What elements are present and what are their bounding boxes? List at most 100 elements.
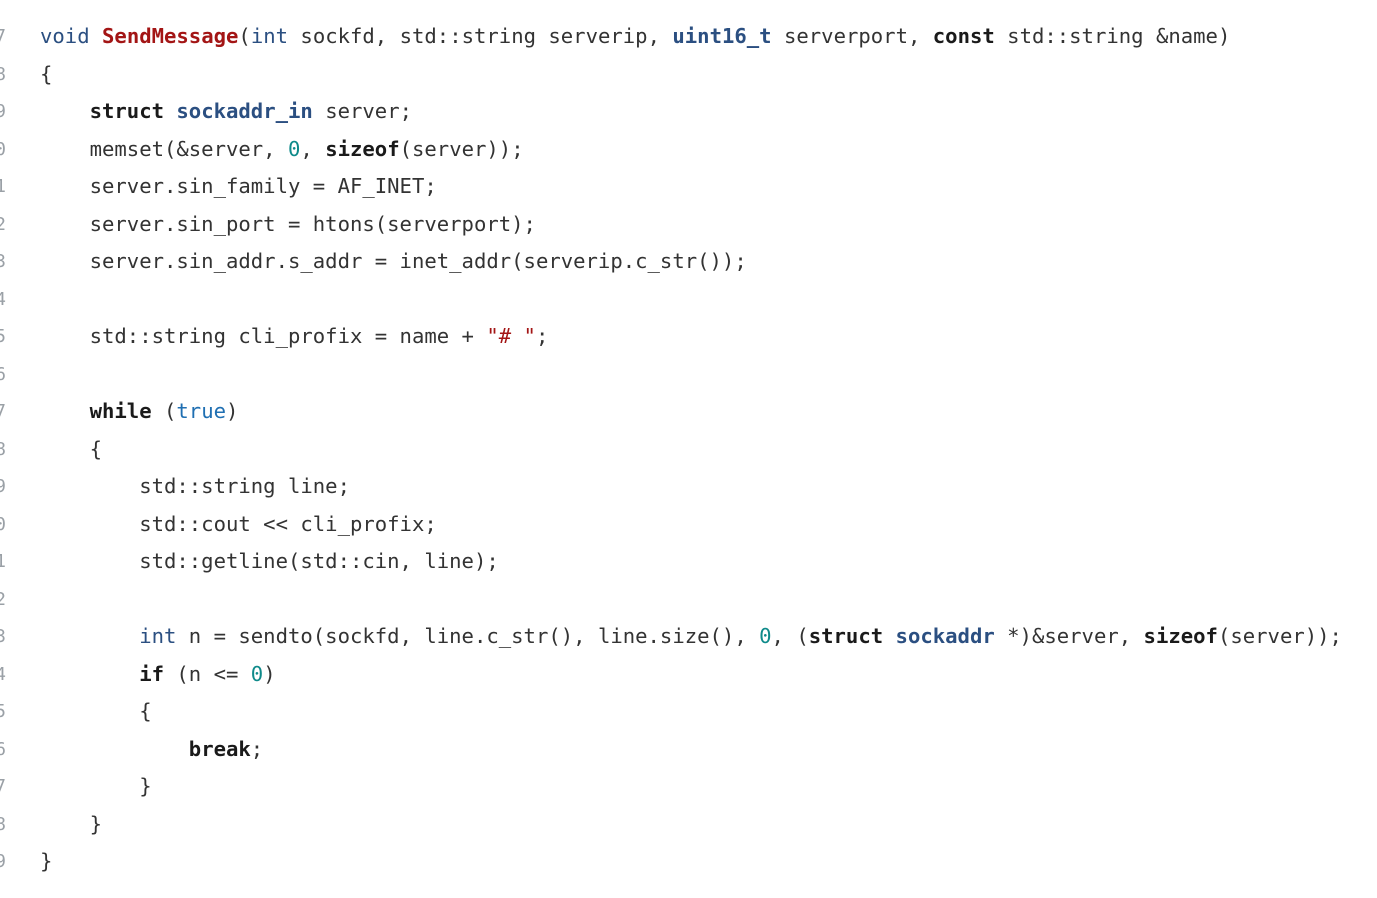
code-line[interactable]: 2 server.sin_port = htons(serverport); — [0, 206, 1377, 244]
code-line[interactable]: 9} — [0, 843, 1377, 881]
code-token: std::string line; — [139, 474, 350, 498]
code-line[interactable]: 9 struct sockaddr_in server; — [0, 93, 1377, 131]
code-line[interactable]: 3 server.sin_addr.s_addr = inet_addr(serv… — [0, 243, 1377, 281]
code-line[interactable]: 7 void SendMessage(int sockfd, std::strin… — [0, 18, 1377, 56]
code-token: server; — [312, 99, 412, 123]
line-number: 8 — [0, 813, 6, 835]
code-text: while (true) — [90, 393, 239, 431]
code-token: server.sin_addr.s_addr = inet_addr(serve… — [89, 249, 747, 273]
code-token: server.sin_port = htons(serverport); — [89, 211, 536, 236]
code-token: if — [139, 661, 164, 686]
code-token: true — [176, 399, 227, 423]
code-token: SendMessage — [102, 24, 239, 48]
line-number: 7 — [0, 26, 6, 47]
code-token: ( — [238, 24, 251, 48]
code-token — [164, 99, 176, 123]
line-number: 9 — [0, 101, 6, 122]
code-token: (server)); — [1217, 624, 1342, 648]
code-text: { — [40, 56, 52, 94]
line-number: 5 — [0, 326, 6, 347]
code-token — [90, 24, 102, 48]
code-token: 0 — [287, 136, 301, 161]
code-token: } — [139, 774, 152, 798]
code-line[interactable]: 5 std::string cli_profix = name + "# "; — [0, 318, 1377, 356]
code-token — [883, 624, 895, 648]
code-line[interactable]: 4 — [0, 281, 1377, 319]
code-line[interactable]: 1 server.sin_family = AF_INET; — [0, 168, 1377, 206]
line-number: 5 — [0, 701, 6, 722]
code-token: ( — [151, 399, 177, 423]
code-token: std::getline(std::cin, line); — [139, 549, 499, 573]
line-number: 7 — [0, 776, 6, 797]
code-text: if (n <= 0) — [139, 656, 275, 694]
line-number: 3 — [0, 251, 6, 272]
code-token: sizeof — [325, 136, 400, 161]
code-token: "# " — [486, 324, 536, 348]
code-token: } — [89, 811, 102, 836]
code-token: uint16_t — [672, 24, 772, 48]
code-line[interactable]: 8} — [0, 806, 1377, 844]
code-token: const — [932, 24, 995, 48]
code-text: memset(&server, 0, sizeof(server)); — [90, 131, 524, 169]
code-line[interactable]: 1 std::getline(std::cin, line); — [0, 543, 1377, 581]
code-line[interactable]: 0 std::cout << cli_profix; — [0, 506, 1377, 544]
line-number: 9 — [0, 476, 6, 497]
code-token: *)&server, — [994, 624, 1144, 648]
code-token: memset(&server, — [89, 136, 288, 161]
line-number: 7 — [0, 401, 6, 422]
line-number: 3 — [0, 626, 6, 647]
code-token: { — [89, 436, 102, 461]
code-token: int — [250, 24, 289, 48]
code-token: n = sendto(sockfd, line.c_str(), line.si… — [176, 624, 760, 648]
code-token: std::cout << cli_profix; — [139, 511, 437, 536]
line-number: 0 — [0, 138, 6, 160]
code-token: , ( — [771, 624, 809, 648]
code-line[interactable]: 2 — [0, 581, 1377, 619]
code-text: } — [90, 806, 102, 844]
code-token: ) — [263, 661, 276, 686]
code-text: { — [139, 693, 151, 731]
line-number: 6 — [0, 363, 6, 385]
code-line[interactable]: 8{ — [0, 56, 1377, 94]
code-token: sizeof — [1143, 624, 1218, 648]
code-text: break; — [189, 731, 263, 769]
code-text: int n = sendto(sockfd, line.c_str(), lin… — [139, 618, 1342, 656]
code-token: (server)); — [399, 136, 524, 161]
code-token: sockaddr — [895, 624, 995, 648]
line-number: 1 — [0, 551, 6, 572]
code-token: 0 — [250, 661, 264, 686]
line-number: 1 — [0, 176, 6, 197]
line-number: 8 — [0, 63, 6, 85]
code-line[interactable]: 3 int n = sendto(sockfd, line.c_str(), li… — [0, 618, 1377, 656]
line-number: 2 — [0, 213, 6, 235]
code-token: void — [40, 24, 90, 48]
code-token: server.sin_family = AF_INET; — [89, 174, 437, 198]
code-line[interactable]: 5{ — [0, 693, 1377, 731]
code-token: std::string &name) — [994, 24, 1231, 48]
code-token: { — [139, 699, 152, 723]
code-token: struct — [89, 99, 164, 123]
code-line[interactable]: 9 std::string line; — [0, 468, 1377, 506]
code-text: server.sin_addr.s_addr = inet_addr(serve… — [90, 243, 747, 281]
code-text: std::string cli_profix = name + "# "; — [90, 318, 549, 356]
code-line[interactable]: 8{ — [0, 431, 1377, 469]
code-token: int — [139, 624, 177, 648]
code-line[interactable]: 6 — [0, 356, 1377, 394]
line-number: 8 — [0, 438, 6, 460]
code-text: void SendMessage(int sockfd, std::string… — [40, 18, 1230, 56]
code-text: server.sin_family = AF_INET; — [90, 168, 437, 206]
code-text: struct sockaddr_in server; — [90, 93, 412, 131]
code-text: server.sin_port = htons(serverport); — [90, 206, 536, 244]
code-text: std::string line; — [139, 468, 350, 506]
code-line[interactable]: 7 while (true) — [0, 393, 1377, 431]
code-text: } — [139, 768, 151, 806]
line-number: 9 — [0, 851, 6, 872]
code-token: 0 — [759, 624, 772, 648]
line-number: 0 — [0, 513, 6, 535]
code-token: ) — [226, 399, 239, 423]
code-line[interactable]: 7} — [0, 768, 1377, 806]
code-editor[interactable]: 7 void SendMessage(int sockfd, std::strin… — [0, 18, 1377, 881]
